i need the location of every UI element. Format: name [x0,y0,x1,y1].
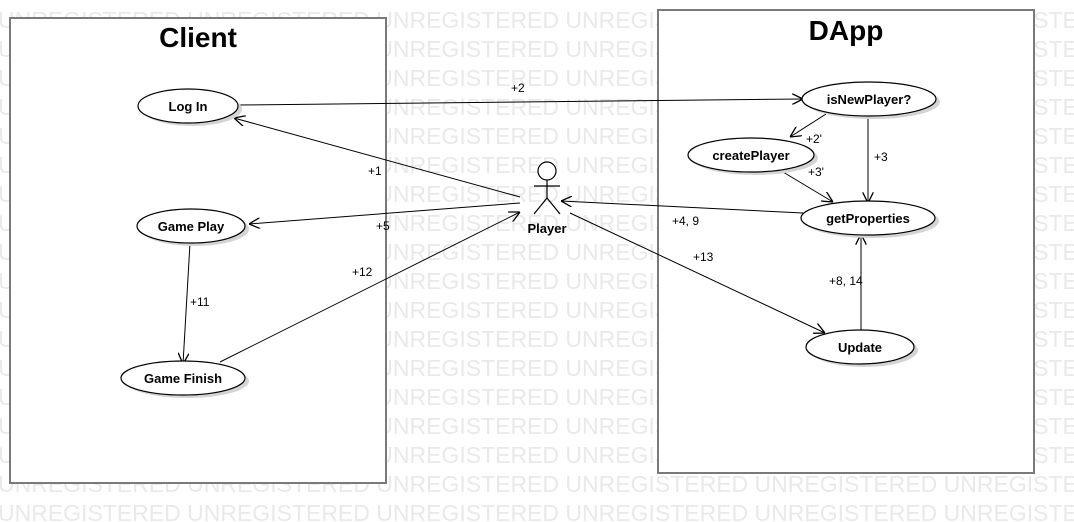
use-case-label: getProperties [826,211,910,226]
edge-login-isnewplayer[interactable]: +2 [237,81,803,106]
edge-player-gameplay[interactable]: +5 [249,202,521,233]
use-case-label: Update [838,340,882,355]
use-case-get-properties[interactable]: getProperties [800,200,939,238]
stick-figure-icon [533,161,561,215]
edge-player-login[interactable]: +1 [234,118,521,198]
edge-gameplay-gamefinish[interactable]: +11 [183,242,210,364]
edge-label: +4, 9 [672,214,699,228]
use-case-update[interactable]: Update [805,329,918,367]
player-actor[interactable]: Player [527,161,567,236]
use-case-game-play[interactable]: Game Play [136,208,249,246]
dapp-title: DApp [809,15,884,46]
edge-gamefinish-player[interactable]: +12 [219,212,520,363]
edge-label: +2 [511,81,525,95]
edge-label: +12 [352,265,373,279]
edge-getproperties-player[interactable]: +4, 9 [561,201,804,228]
use-case-label: isNewPlayer? [827,92,912,107]
edge-label: +1 [368,164,382,178]
actor-label: Player [527,221,566,236]
edge-label: +13 [693,250,714,264]
use-case-login[interactable]: Log In [137,88,242,126]
edge-isnewplayer-getproperties[interactable]: +3 [868,117,888,203]
use-case-label: createPlayer [712,148,789,163]
watermark-row: UNREGISTERED UNREGISTERED UNREGISTERED U… [0,500,1074,522]
client-title: Client [159,22,237,53]
edge-label: +8, 14 [829,274,863,288]
use-case-label: Game Finish [144,371,222,386]
edge-label: +11 [190,295,210,309]
client-boundary: Client [9,17,387,484]
edge-label: +3' [808,165,824,179]
edge-player-update[interactable]: +13 [569,212,825,333]
use-case-game-finish[interactable]: Game Finish [120,360,249,398]
edge-isnewplayer-createplayer[interactable]: +2' [790,113,827,146]
use-case-label: Game Play [158,219,225,234]
use-case-is-new-player[interactable]: isNewPlayer? [801,81,940,119]
edge-createplayer-getproperties[interactable]: +3' [782,165,833,202]
edge-label: +2' [806,132,822,146]
edge-update-getproperties[interactable]: +8, 14 [829,234,863,330]
edge-label: +5 [376,219,390,233]
associations: +1 +2 +2' +3 +3' +4, 9 +5 +8, 14 [183,81,888,364]
edge-label: +3 [874,150,888,164]
dapp-boundary: DApp [657,9,1035,474]
use-case-label: Log In [169,99,208,114]
use-case-create-player[interactable]: createPlayer [687,137,818,175]
